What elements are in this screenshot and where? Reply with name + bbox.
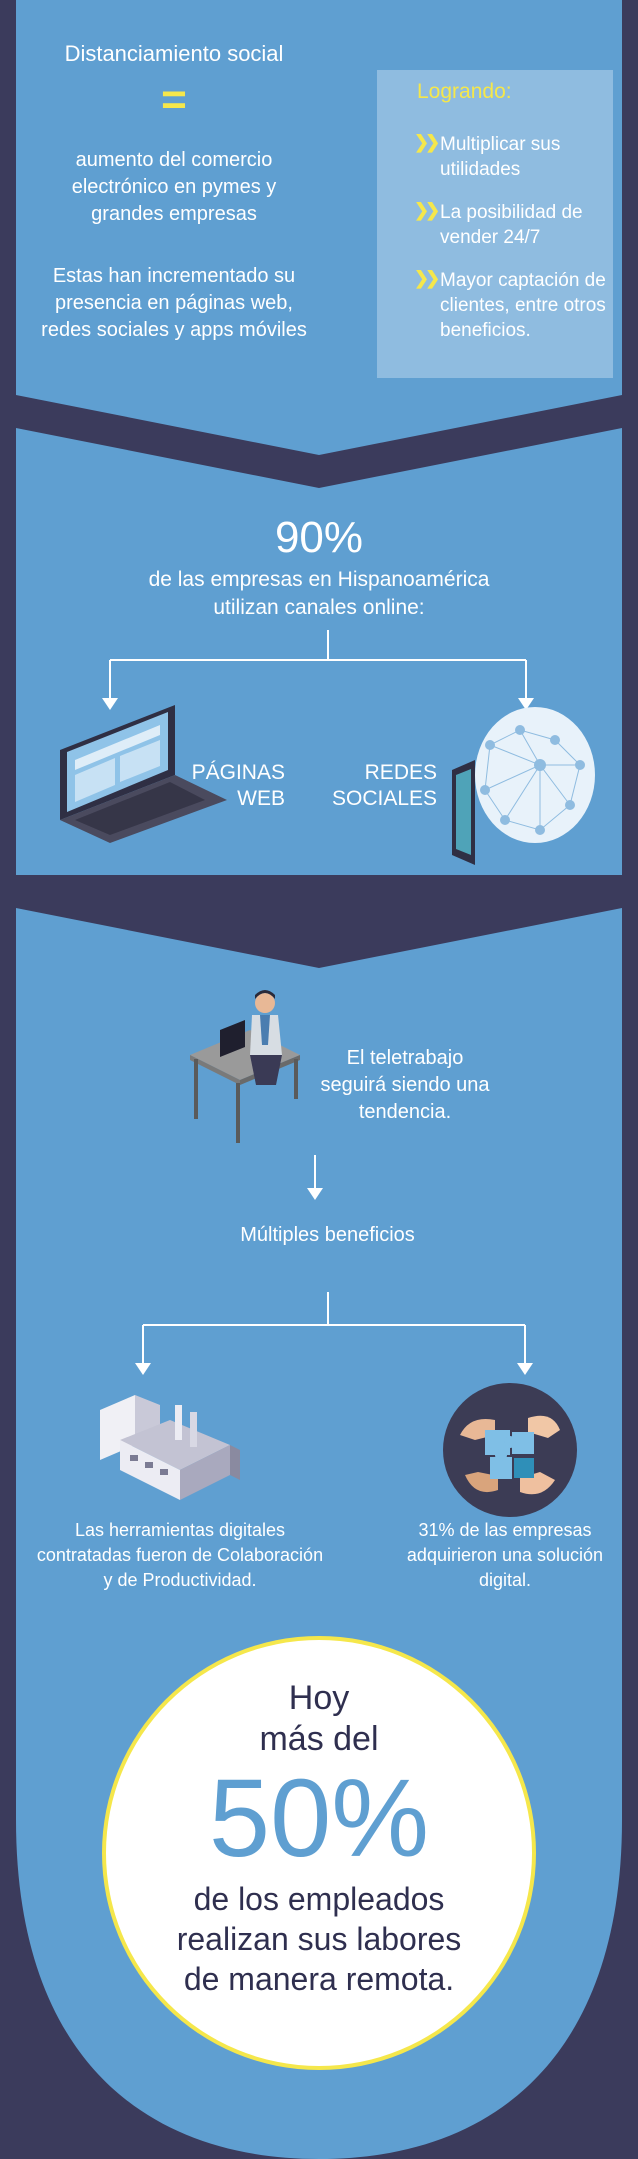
arrowhead	[307, 1188, 323, 1200]
tools-text: Las herramientas digitales contratadas f…	[36, 1520, 324, 1590]
bubble: Hoy más del 50% de los empleados realiza…	[106, 1640, 532, 2066]
ecommerce-result: aumento del comercio electrónico en pyme…	[71, 149, 277, 225]
arrowhead	[517, 1363, 533, 1375]
arrowhead	[518, 698, 534, 710]
split-arrow-2	[142, 1292, 526, 1365]
laptop-icon	[60, 705, 227, 843]
benefits-panel: Logrando: ❯❯ Multiplicar sus utilidades …	[377, 70, 613, 378]
teleworker-icon	[190, 990, 300, 1143]
stat-90: 90%	[274, 513, 364, 562]
panel-title: Logrando:	[417, 80, 512, 103]
puzzle-hands-icon	[443, 1383, 577, 1517]
double-chevron-icon: ❯❯	[414, 268, 440, 288]
presence-text: Estas han incrementado su presencia en p…	[41, 265, 307, 341]
panel-item: ❯❯ Mayor captación de clientes, entre ot…	[414, 268, 624, 358]
split-arrow-1	[109, 630, 527, 700]
benefits-text: Múltiples beneficios	[240, 1224, 415, 1246]
panel-item-text: La posibilidad de vender 24/7	[440, 202, 583, 248]
double-chevron-icon: ❯❯	[414, 132, 440, 152]
social-networks-label: REDES SOCIALES	[332, 761, 438, 810]
equals-sign: =	[161, 75, 187, 124]
bubble-line1: Hoy	[288, 1679, 350, 1717]
panel-item-text: Multiplicar sus utilidades	[440, 134, 561, 180]
digital-solution-text: 31% de las empresas adquirieron una solu…	[406, 1520, 604, 1590]
telework-text: El teletrabajo seguirá siendo una tenden…	[320, 1047, 490, 1123]
panel-item-text: Mayor captación de clientes, entre otros…	[440, 270, 606, 341]
arrowhead	[102, 698, 118, 710]
online-channels-text: de las empresas en Hispanoamérica utiliz…	[148, 568, 490, 619]
bubble-line3: de los empleados realizan sus labores de…	[176, 1881, 462, 1997]
panel-item: ❯❯ La posibilidad de vender 24/7	[414, 200, 624, 260]
web-pages-label: PÁGINAS WEB	[191, 761, 285, 810]
arrowhead	[135, 1363, 151, 1375]
panel-item: ❯❯ Multiplicar sus utilidades	[414, 132, 624, 192]
factory-icon	[100, 1395, 240, 1500]
big-50-percent: 50%	[208, 1757, 430, 1880]
double-chevron-icon: ❯❯	[414, 200, 440, 220]
distancing-heading: Distanciamiento social	[64, 41, 284, 66]
bubble-line2: más del	[259, 1720, 379, 1758]
network-globe-icon	[452, 707, 595, 865]
